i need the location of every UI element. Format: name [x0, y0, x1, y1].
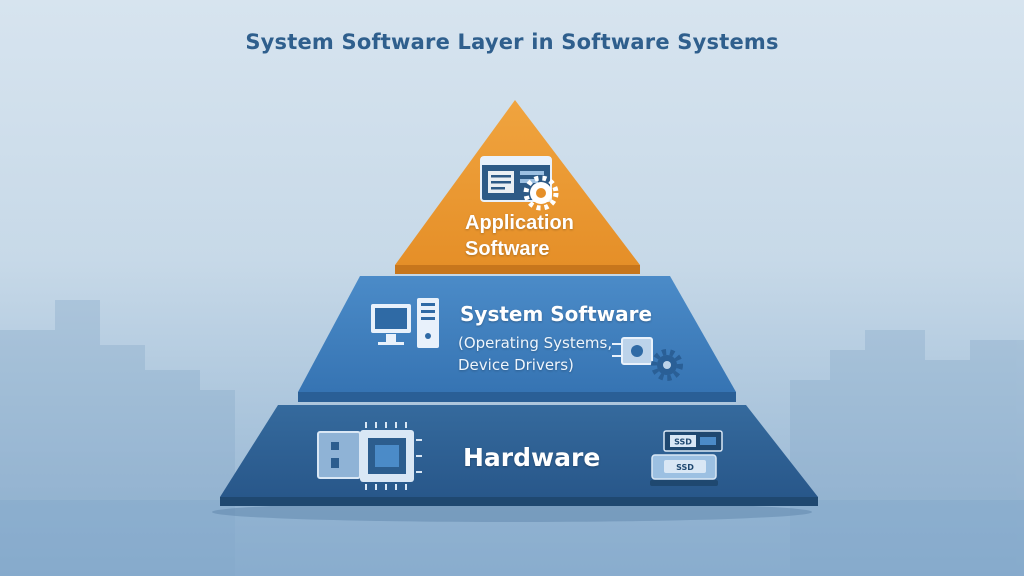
application-layer-label: Application Software: [465, 210, 574, 262]
server-tower-icon: [417, 298, 439, 348]
hardware-label: Hardware: [463, 443, 601, 472]
ssd-bottom-label: SSD: [676, 463, 694, 472]
system-software-label: System Software: [460, 302, 653, 326]
page-title: System Software Layer in Software System…: [245, 30, 779, 54]
system-software-subtitle: (Operating Systems, Device Drivers): [458, 332, 612, 376]
desktop-computer-icon: [371, 304, 411, 345]
window-gear-icon: [480, 156, 559, 211]
circuit-gear-icon: [612, 337, 683, 381]
system-subtitle-line1: (Operating Systems,: [458, 334, 613, 352]
system-subtitle-line2: Device Drivers): [458, 356, 574, 374]
pyramid-shadow: [212, 502, 812, 522]
ssd-drive-icon: SSD SSD: [650, 430, 723, 486]
ssd-top-label: SSD: [674, 438, 692, 447]
background-skyline: [0, 300, 1024, 576]
ground-band: [0, 500, 1024, 576]
application-label-line1: Application: [465, 212, 574, 234]
cpu-chip-icon: [317, 422, 422, 490]
application-label-line2: Software: [465, 238, 550, 260]
